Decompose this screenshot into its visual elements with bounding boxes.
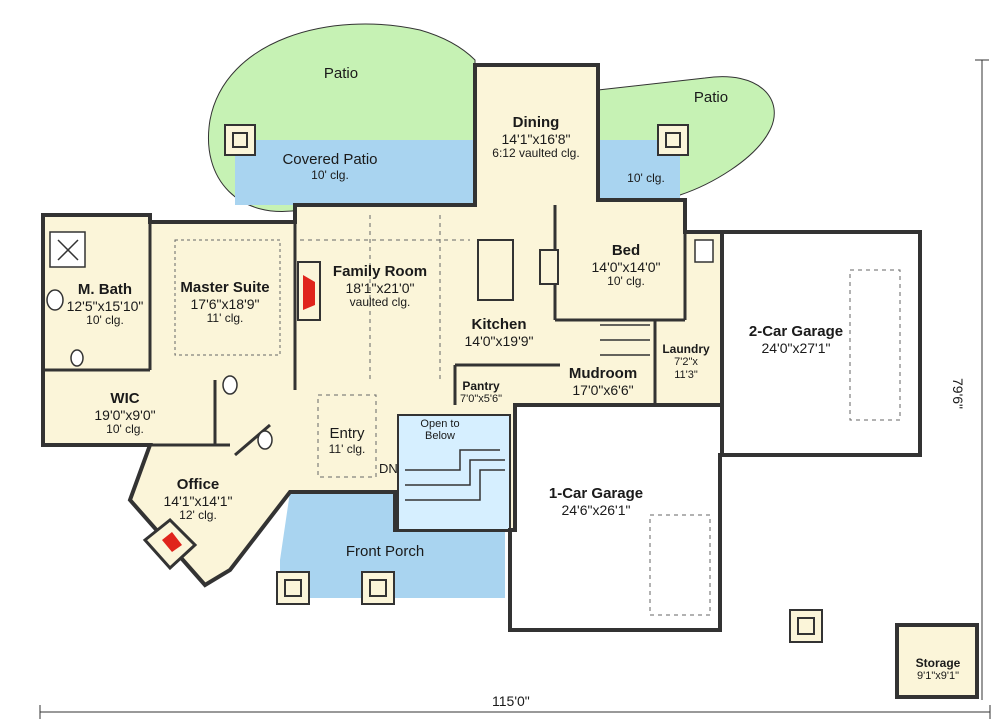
two-car-garage-area [720, 230, 922, 457]
columns [224, 124, 823, 643]
covered-patio-right-label: 10' clg. [627, 171, 665, 185]
patio-left-label: Patio [323, 65, 359, 82]
stair-down-label: DN [379, 461, 398, 476]
covered-patio-area [235, 140, 475, 205]
open-to-below-area [397, 414, 511, 531]
front-porch-area [280, 492, 505, 598]
overall-width-dimension: 115'0" [492, 693, 530, 709]
fireplace-office-firebox [162, 532, 182, 552]
patio-right-label: Patio [693, 89, 729, 106]
fireplace-family-firebox [303, 275, 315, 310]
storage-area [895, 623, 979, 699]
kitchen-island [477, 239, 514, 301]
overall-depth-dimension: 79'6" [950, 378, 966, 410]
range [539, 249, 559, 285]
one-car-garage-area [508, 403, 724, 632]
front-porch-label: Front Porch [345, 543, 425, 560]
